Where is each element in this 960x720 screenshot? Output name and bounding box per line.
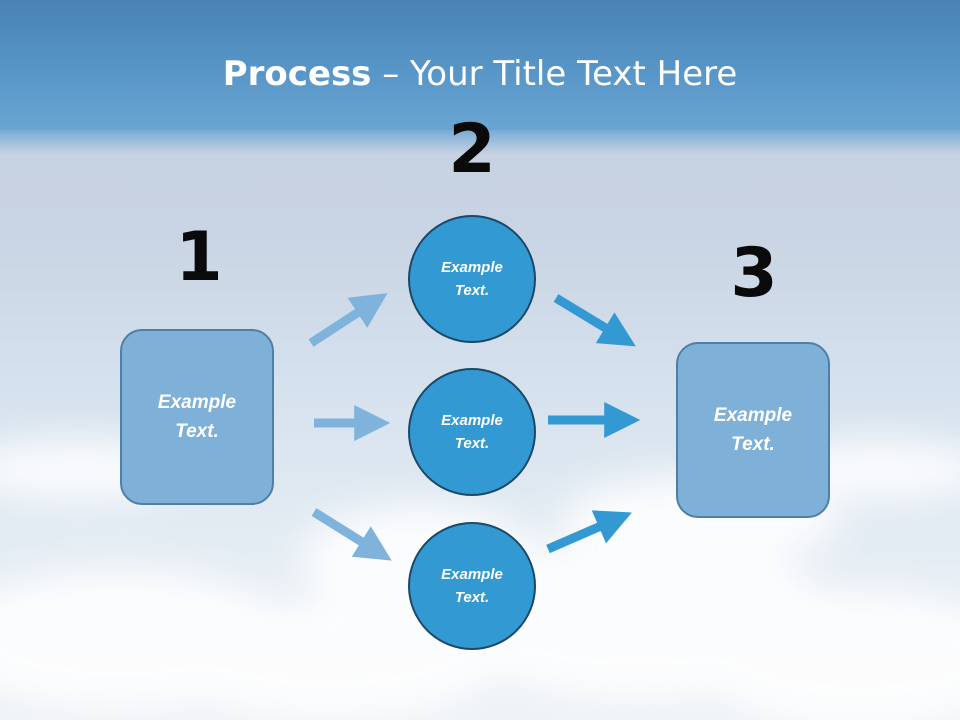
step-2-text-top: Example Text. [441,259,503,299]
title-rest: – Your Title Text Here [371,54,738,94]
page-title: Process – Your Title Text Here [0,52,960,96]
step-number-3: 3 [730,234,778,313]
step-2-circle-middle: Example Text. [408,368,536,496]
arrow-2-top-to-3-icon [553,294,636,347]
step-2-circle-bottom: Example Text. [408,522,536,650]
step-1-box: Example Text. [120,329,274,505]
step-2-text-middle: Example Text. [441,412,503,452]
arrow-2-bottom-to-3-icon [546,510,632,554]
step-3-box: Example Text. [676,342,830,518]
step-2-circle-top: Example Text. [408,215,536,343]
arrow-1-to-2-bottom-icon [311,508,392,561]
step-number-2: 2 [448,110,496,189]
title-bold: Process [222,54,372,94]
step-3-text: Example Text. [713,405,793,455]
step-1-text: Example Text. [157,392,237,442]
step-2-text-bottom: Example Text. [441,566,503,606]
arrow-1-to-2-top-icon [308,293,388,347]
title-band [0,0,960,154]
step-number-1: 1 [175,218,223,297]
